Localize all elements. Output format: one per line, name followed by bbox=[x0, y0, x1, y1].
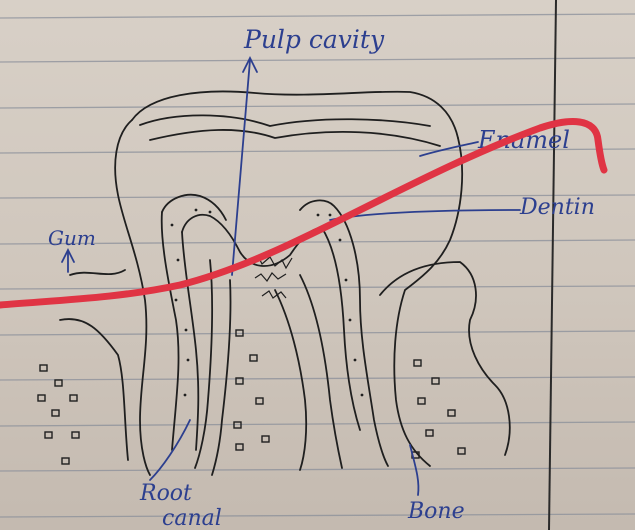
margin-line bbox=[549, 0, 556, 530]
root-canal-pointer bbox=[150, 420, 190, 480]
label-root-canal-line2: canal bbox=[162, 506, 222, 530]
dentin-dots bbox=[171, 209, 364, 397]
label-pulp-cavity: Pulp cavity bbox=[243, 25, 385, 54]
pointer-lines bbox=[62, 58, 520, 495]
label-dentin: Dentin bbox=[519, 195, 595, 220]
ruled-lines bbox=[0, 14, 635, 517]
labels: Pulp cavity Enamel Dentin Gum Root canal… bbox=[48, 25, 595, 530]
bone-cells bbox=[38, 330, 465, 464]
label-bone: Bone bbox=[407, 499, 465, 524]
label-gum: Gum bbox=[48, 226, 96, 250]
label-root-canal-line1: Root bbox=[139, 481, 192, 506]
tooth-outline bbox=[60, 91, 510, 475]
